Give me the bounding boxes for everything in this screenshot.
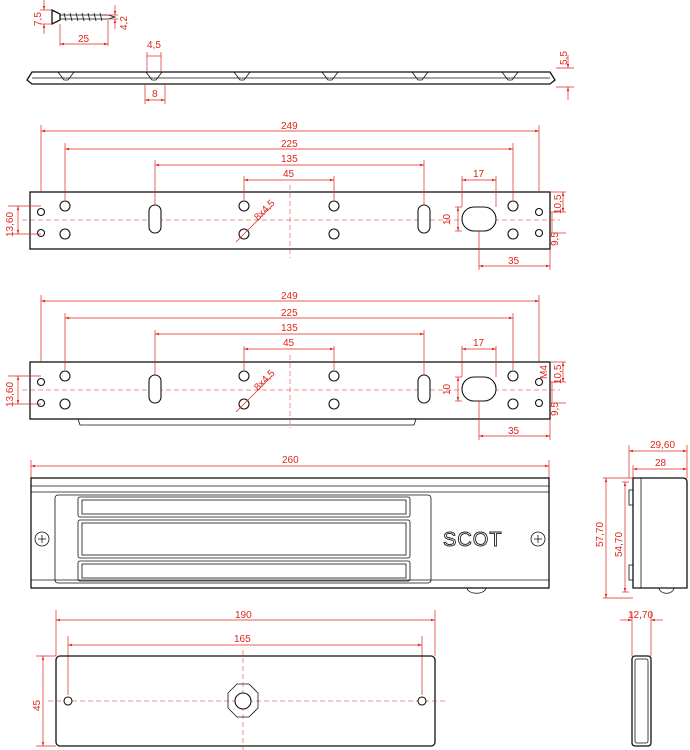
screw-view: 7,5 4,2 25 xyxy=(33,0,130,46)
plate2-hole-spec: 8x4,5 xyxy=(252,368,277,393)
brand-logo: SCOT xyxy=(443,529,503,551)
plate1-slots-dim: 135 xyxy=(281,154,298,165)
magnet-front-view: 260 SCOT xyxy=(30,455,550,594)
mounting-plate-top-view-2: 249 225 135 45 17 10 10,5 9,5 M4 35 13,6… xyxy=(5,291,566,440)
plate2-offset-top-dim: 10,5 xyxy=(553,364,564,384)
plate2-overall-dim: 249 xyxy=(281,291,298,302)
armature-thickness-dim: 12,70 xyxy=(628,610,653,621)
armature-hole-spacing-dim: 165 xyxy=(234,634,251,645)
plate2-offset-bottom-dim: 9,5 xyxy=(550,402,561,416)
plate1-holes-inner-dim: 45 xyxy=(283,169,295,180)
plate2-slots-dim: 135 xyxy=(281,323,298,334)
magnet-length-dim: 260 xyxy=(282,455,299,466)
plate1-height-dim: 13,60 xyxy=(5,212,16,237)
screw-length-dim: 25 xyxy=(78,34,90,45)
plate1-offset-bottom-dim: 9,5 xyxy=(550,232,561,246)
screw-diameter-dim: 4,2 xyxy=(119,16,130,30)
plate1-slot-width-dim: 10 xyxy=(442,213,453,225)
plate1-holes-outer-dim: 225 xyxy=(281,139,298,150)
plate2-holes-inner-dim: 45 xyxy=(283,338,295,349)
countersink-bottom-dim: 8 xyxy=(152,89,158,100)
armature-plate-front-view: 190 165 45 xyxy=(32,610,445,750)
plate2-slot-width-dim: 10 xyxy=(442,383,453,395)
mounting-plate-side-view: 4,5 8 5,5 xyxy=(26,40,574,104)
armature-plate-side-view: 12,70 xyxy=(620,610,663,747)
armature-height-dim: 45 xyxy=(32,699,43,711)
side-height-inner-dim: 54,70 xyxy=(614,532,625,557)
magnet-side-view: 29,60 28 57,70 54,70 xyxy=(595,440,688,599)
plate-thickness-dim: 5,5 xyxy=(559,51,570,65)
plate1-overall-dim: 249 xyxy=(281,121,298,132)
plate1-slot-length-dim: 17 xyxy=(473,169,485,180)
screw-icon xyxy=(530,531,546,547)
countersink-top-dim: 4,5 xyxy=(147,40,161,51)
plate2-thread-label: M4 xyxy=(539,365,550,379)
plate2-holes-outer-dim: 225 xyxy=(281,308,298,319)
armature-length-dim: 190 xyxy=(235,610,252,621)
screw-head-dim: 7,5 xyxy=(33,12,44,26)
plate2-slot-length-dim: 17 xyxy=(473,338,485,349)
side-width-outer-dim: 29,60 xyxy=(650,440,675,451)
side-width-inner-dim: 28 xyxy=(655,458,667,469)
plate1-hole-spec: 8x4,5 xyxy=(252,198,277,223)
mounting-plate-top-view-1: 249 225 135 45 17 10 10,5 9,5 35 13,60 8… xyxy=(5,121,566,270)
side-height-outer-dim: 57,70 xyxy=(595,522,606,547)
screw-icon xyxy=(34,531,50,547)
plate1-end-offset-dim: 35 xyxy=(508,256,520,267)
plate2-height-dim: 13,60 xyxy=(5,382,16,407)
plate1-offset-top-dim: 10,5 xyxy=(553,194,564,214)
plate2-end-offset-dim: 35 xyxy=(508,426,520,437)
